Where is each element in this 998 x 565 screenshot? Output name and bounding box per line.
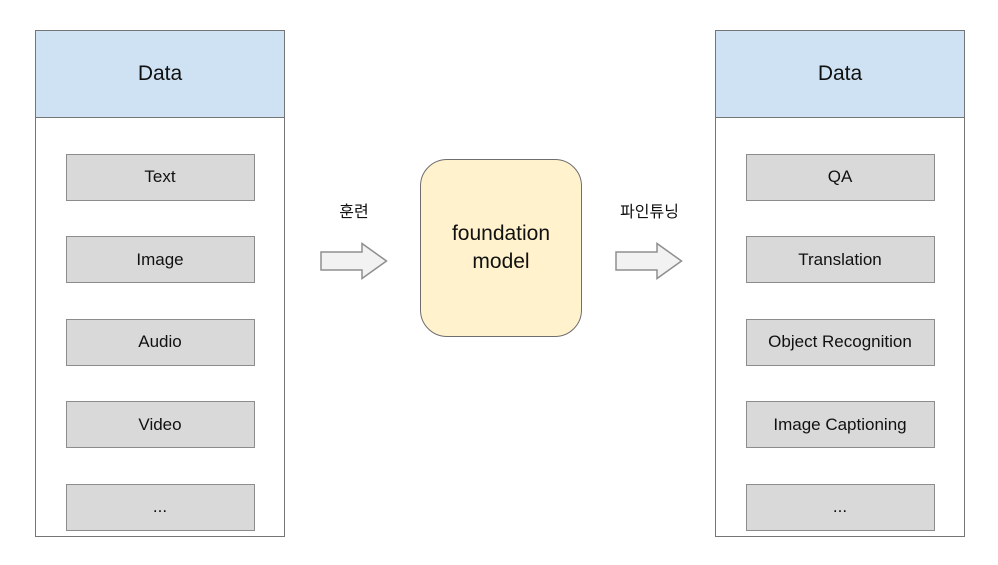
data-item-label: ... — [152, 497, 168, 516]
data-item-label: Image — [136, 249, 184, 269]
task-item-object-recognition: Object Recognition — [745, 318, 935, 366]
task-item-label: ... — [832, 497, 848, 516]
data-item-label: Video — [138, 414, 182, 434]
output-data-panel-title: Data — [817, 62, 863, 85]
train-arrow-icon — [320, 242, 388, 280]
output-data-panel-body: QA Translation Object Recognition Image … — [716, 118, 964, 531]
task-item-ellipsis: ... — [745, 483, 935, 531]
foundation-model-box: foundation model — [420, 159, 582, 337]
data-item-video: Video — [65, 401, 255, 448]
input-data-panel: Data Text Image Audio Video ... — [35, 30, 285, 537]
train-arrow-label: 훈련 — [339, 204, 369, 221]
output-data-panel: Data QA Translation Object Recognition I… — [715, 30, 965, 537]
data-item-audio: Audio — [65, 318, 255, 366]
finetune-arrow-label: 파인튜닝 — [620, 204, 679, 221]
task-item-translation: Translation — [745, 236, 935, 283]
task-item-label: Object Recognition — [768, 332, 912, 351]
data-item-ellipsis: ... — [65, 483, 255, 531]
task-item-label: QA — [827, 167, 853, 186]
data-item-label: Text — [144, 167, 176, 186]
output-data-panel-header: Data — [716, 31, 964, 118]
data-item-label: Audio — [138, 332, 182, 351]
input-data-panel-body: Text Image Audio Video ... — [36, 118, 284, 531]
data-item-image: Image — [65, 236, 255, 283]
task-item-image-captioning: Image Captioning — [745, 401, 935, 448]
input-data-panel-title: Data — [137, 62, 183, 85]
input-data-panel-header: Data — [36, 31, 284, 118]
task-item-label: Image Captioning — [773, 414, 907, 434]
foundation-model-label: foundation model — [451, 221, 551, 273]
task-item-label: Translation — [798, 249, 882, 269]
finetune-arrow-icon — [615, 242, 683, 280]
data-item-text: Text — [65, 153, 255, 201]
task-item-qa: QA — [745, 153, 935, 201]
